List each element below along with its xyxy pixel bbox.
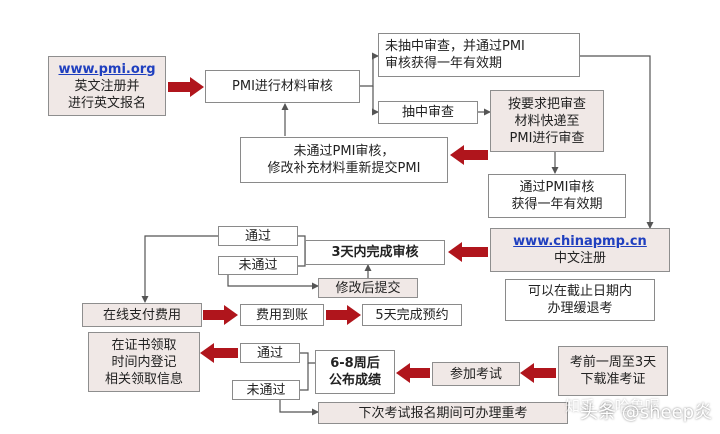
postpone-box: 可以在截止日期内 办理缓退考 <box>505 279 655 321</box>
three-day-review-box: 3天内完成审核 <box>305 240 445 265</box>
results-box: 6-8周后 公布成绩 <box>315 350 395 394</box>
pass-top-box: 通过 <box>218 226 298 246</box>
connector-review-split <box>298 235 306 252</box>
resubmit-box: 修改后提交 <box>318 278 418 298</box>
arrow-mail-to-failed <box>450 145 488 165</box>
connector-fail-top-to-resubmit <box>227 275 319 290</box>
arrow-pass-bottom-to-certificate <box>200 343 238 363</box>
failed-pmi-box: 未通过PMI审核， 修改补充材料重新提交PMI <box>240 137 448 183</box>
connector-review-to-sampled <box>372 86 379 116</box>
watermark-faded: 知乎 @哈鲁喔 <box>565 397 660 415</box>
booking-box: 5天完成预约 <box>362 304 462 326</box>
watermark-main: 头条 @sheep炎 <box>580 402 713 423</box>
certificate-box: 在证书领取 时间内登记 相关领取信息 <box>88 332 200 392</box>
connector-not-sampled-to-chinapmp <box>580 55 654 229</box>
connector-results-split <box>300 352 315 364</box>
arrow-pmi-org-to-review <box>168 77 204 97</box>
retake-box: 下次考试报名期间可办理重考 <box>318 402 568 424</box>
fail-bottom-box: 未通过 <box>232 380 300 400</box>
arrow-exam-to-results <box>396 363 430 383</box>
passed-pmi-box: 通过PMI审核 获得一年有效期 <box>488 174 626 218</box>
arrow-admission-to-exam <box>520 363 556 383</box>
pmi-org-link[interactable]: www.pmi.org <box>58 61 156 77</box>
online-payment-box: 在线支付费用 <box>82 303 202 327</box>
chinapmp-box: www.chinapmp.cn 中文注册 <box>490 228 670 272</box>
take-exam-box: 参加考试 <box>432 362 520 386</box>
sampled-box: 抽中审查 <box>378 101 478 124</box>
connector-fail-bottom-to-retake <box>279 398 319 416</box>
admission-box: 考前一周至3天 下载准考证 <box>558 346 668 396</box>
connector-to-fail-top <box>298 252 306 267</box>
arrow-received-to-booking <box>326 305 361 325</box>
pass-bottom-box: 通过 <box>240 343 300 363</box>
arrow-payment-to-received <box>203 305 238 325</box>
chinapmp-link[interactable]: www.chinapmp.cn <box>513 234 647 249</box>
pmi-org-text: 英文注册并 进行英文报名 <box>67 78 146 111</box>
connector-to-fail-bottom <box>300 363 309 391</box>
arrow-chinapmp-to-review <box>448 242 488 262</box>
mail-materials-box: 按要求把审查 材料快递至 PMI进行审查 <box>490 90 604 152</box>
payment-received-box: 费用到账 <box>240 304 324 326</box>
chinapmp-text: 中文注册 <box>553 251 606 266</box>
pmi-review-box: PMI进行材料审核 <box>205 70 360 103</box>
connector-pass-top-to-payment <box>141 235 218 303</box>
not-sampled-box: 未抽中审查，并通过PMI 审核获得一年有效期 <box>378 33 580 77</box>
connector-review-to-not-sampled <box>360 52 379 87</box>
pmi-org-box: www.pmi.org 英文注册并 进行英文报名 <box>48 56 166 116</box>
fail-top-box: 未通过 <box>218 256 298 275</box>
